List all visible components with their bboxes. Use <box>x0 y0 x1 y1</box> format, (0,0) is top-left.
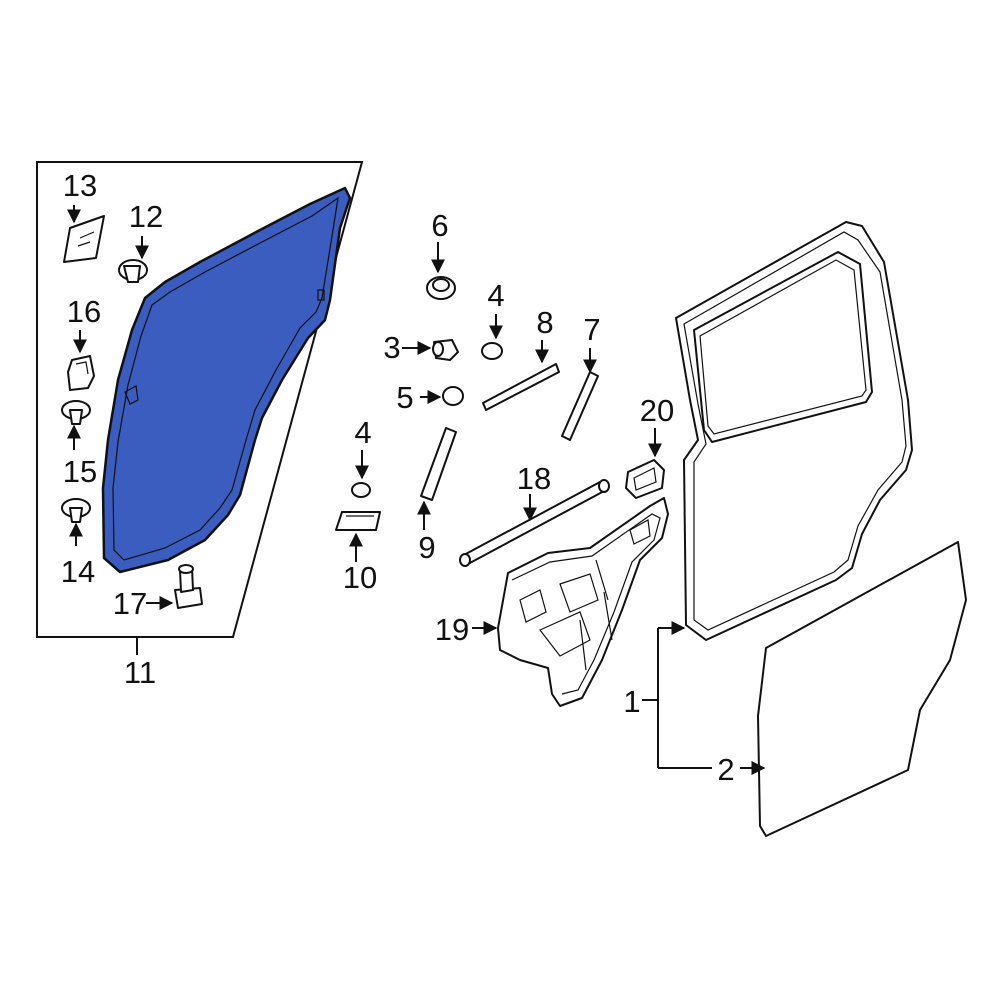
callout-15: 15 <box>63 454 97 489</box>
part-1-door-shell[interactable] <box>675 221 913 641</box>
part-18-rod[interactable] <box>459 479 610 567</box>
part-7-molding[interactable] <box>561 371 599 441</box>
callout-8: 8 <box>536 305 553 340</box>
callout-17: 17 <box>113 586 147 621</box>
callout-16: 16 <box>67 294 101 329</box>
part-4-plug-upper[interactable] <box>481 342 503 360</box>
callout-13: 13 <box>63 168 97 203</box>
callout-10: 10 <box>343 560 377 595</box>
part-5-plug[interactable] <box>442 386 464 406</box>
part-17-bumper[interactable] <box>174 564 203 609</box>
callout-4-lower: 4 <box>354 415 371 450</box>
callout-11: 11 <box>124 655 156 690</box>
part-19-door-module[interactable] <box>497 497 669 707</box>
callout-5: 5 <box>396 380 413 415</box>
callout-14: 14 <box>61 554 95 589</box>
callout-19: 19 <box>435 612 469 647</box>
callout-3: 3 <box>383 330 400 365</box>
part-9-molding[interactable] <box>420 427 457 501</box>
part-12-clip[interactable] <box>118 259 148 283</box>
leader-lines <box>67 205 766 775</box>
part-4-plug-lower[interactable] <box>351 482 371 498</box>
part-13-clip[interactable] <box>63 215 105 263</box>
callout-18: 18 <box>517 461 551 496</box>
part-8-molding[interactable] <box>482 363 560 411</box>
part-10-pad[interactable] <box>335 511 381 531</box>
callout-labels: 13 12 16 15 14 17 11 6 3 4 8 7 5 4 9 10 … <box>61 168 735 787</box>
part-3-plug[interactable] <box>432 339 459 361</box>
callout-12: 12 <box>129 199 163 234</box>
part-6-grommet[interactable] <box>426 276 456 300</box>
door-weatherstrip-seal[interactable] <box>101 186 352 574</box>
callout-2: 2 <box>717 752 734 787</box>
part-20-handle-bezel[interactable] <box>625 459 665 499</box>
callout-4-upper: 4 <box>487 278 504 313</box>
callout-7: 7 <box>583 312 600 347</box>
callout-9: 9 <box>418 530 435 565</box>
callout-6: 6 <box>431 208 448 243</box>
part-11-group-box <box>36 161 364 655</box>
callout-20: 20 <box>640 393 674 428</box>
part-15-clip[interactable] <box>61 400 91 425</box>
part-16-retainer[interactable] <box>67 355 95 391</box>
part-14-clip[interactable] <box>61 498 91 523</box>
callout-1: 1 <box>623 684 640 719</box>
